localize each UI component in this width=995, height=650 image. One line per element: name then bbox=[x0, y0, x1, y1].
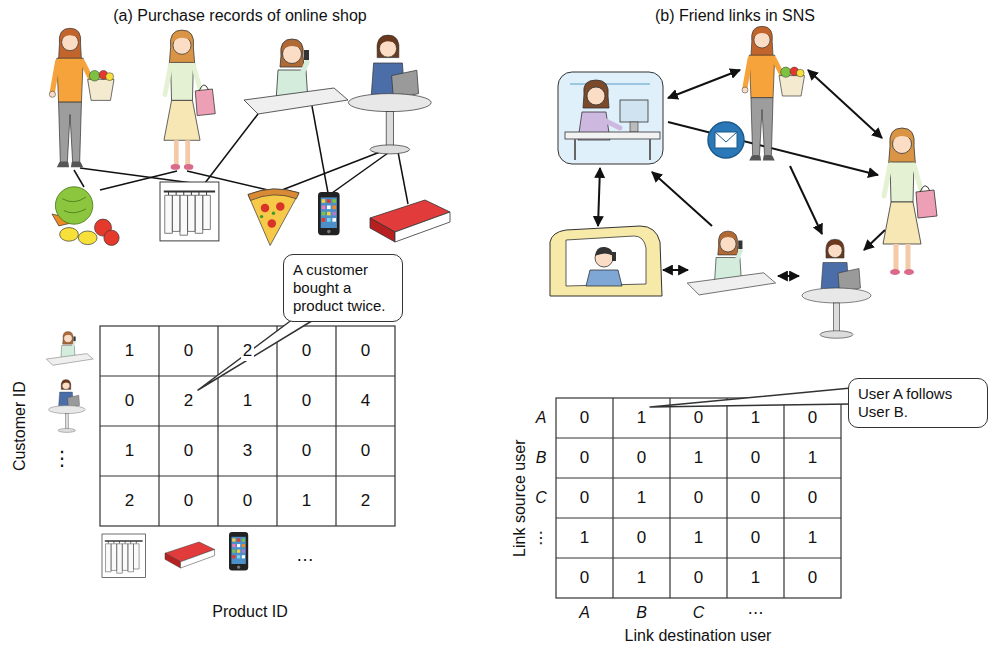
matrix-cell: 0 bbox=[359, 341, 372, 361]
matrix-cell: 0 bbox=[692, 568, 705, 588]
matrix-cell: 0 bbox=[578, 488, 591, 508]
matrix-cell: 0 bbox=[300, 391, 313, 411]
matrix-cell: 0 bbox=[635, 528, 648, 548]
matrix-cell: 2 bbox=[182, 391, 195, 411]
matrix-cell: 0 bbox=[635, 448, 648, 468]
callout-box: A customer bought a product twice. bbox=[283, 254, 403, 322]
callout-pointer bbox=[198, 319, 315, 390]
matrix-cell: 0 bbox=[578, 448, 591, 468]
matrix-cell: 1 bbox=[635, 408, 648, 428]
callout-text: A customer bought a product twice. bbox=[293, 261, 393, 315]
matrix-cell: 2 bbox=[359, 491, 372, 511]
row-header: ⋮ bbox=[533, 529, 549, 547]
column-header: B bbox=[636, 604, 647, 622]
row-header: A bbox=[536, 409, 547, 427]
matrix-cell: 2 bbox=[123, 491, 136, 511]
matrix-cell: 0 bbox=[182, 341, 195, 361]
ellipsis-mark: … bbox=[296, 545, 314, 566]
matrix-cell: 0 bbox=[806, 408, 819, 428]
axis-label: Link destination user bbox=[625, 627, 772, 645]
callout-pointer bbox=[650, 388, 851, 407]
matrix-cell: 1 bbox=[635, 488, 648, 508]
matrix-cell: 1 bbox=[692, 528, 705, 548]
matrix-cell: 1 bbox=[300, 491, 313, 511]
matrix-cell: 0 bbox=[300, 441, 313, 461]
matrix-cell: 1 bbox=[749, 408, 762, 428]
matrix-cell: 0 bbox=[182, 441, 195, 461]
matrix-cell: 0 bbox=[692, 488, 705, 508]
matrix-cell: 0 bbox=[182, 491, 195, 511]
matrix-cell: 0 bbox=[300, 341, 313, 361]
matrix-cell: 1 bbox=[123, 441, 136, 461]
matrix-cell: 0 bbox=[578, 408, 591, 428]
callout-text: User A follows User B. bbox=[858, 385, 978, 421]
callout-box: User A follows User B. bbox=[848, 378, 988, 428]
matrix-cell: 1 bbox=[241, 391, 254, 411]
matrix-cell: 4 bbox=[359, 391, 372, 411]
matrix-cell: 1 bbox=[692, 448, 705, 468]
matrix-cell: 0 bbox=[692, 408, 705, 428]
matrix-cell: 1 bbox=[806, 448, 819, 468]
ellipsis-mark: ⋮ bbox=[52, 447, 72, 470]
matrix-cell: 1 bbox=[749, 568, 762, 588]
column-header: ⋯ bbox=[748, 604, 764, 622]
matrix-cell: 1 bbox=[635, 568, 648, 588]
matrix-cell: 0 bbox=[749, 448, 762, 468]
callout-pointer-outline bbox=[198, 319, 315, 390]
matrix-cell: 0 bbox=[359, 441, 372, 461]
column-header: C bbox=[693, 604, 705, 622]
matrix-cell: 0 bbox=[806, 488, 819, 508]
matrix-cell: 1 bbox=[578, 528, 591, 548]
matrix-cell: 0 bbox=[578, 568, 591, 588]
row-header: B bbox=[536, 449, 547, 467]
matrix-cell: 2 bbox=[241, 341, 254, 361]
row-header: C bbox=[535, 489, 547, 507]
matrix-cell: 0 bbox=[749, 528, 762, 548]
matrix-cell: 0 bbox=[241, 491, 254, 511]
axis-label: Link source user bbox=[511, 439, 529, 556]
matrix-cell: 1 bbox=[806, 528, 819, 548]
column-header: A bbox=[579, 604, 590, 622]
matrix-cell: 0 bbox=[806, 568, 819, 588]
matrix-cell: 1 bbox=[123, 341, 136, 361]
axis-label: Customer ID bbox=[11, 381, 29, 471]
axis-label: Product ID bbox=[212, 603, 288, 621]
matrix-cell: 0 bbox=[123, 391, 136, 411]
panel-title: (a) Purchase records of online shop bbox=[113, 7, 366, 25]
matrix-cell: 3 bbox=[241, 441, 254, 461]
callout-pointer-outline bbox=[650, 388, 851, 407]
matrix-cell: 0 bbox=[749, 488, 762, 508]
panel-title: (b) Friend links in SNS bbox=[655, 7, 815, 25]
